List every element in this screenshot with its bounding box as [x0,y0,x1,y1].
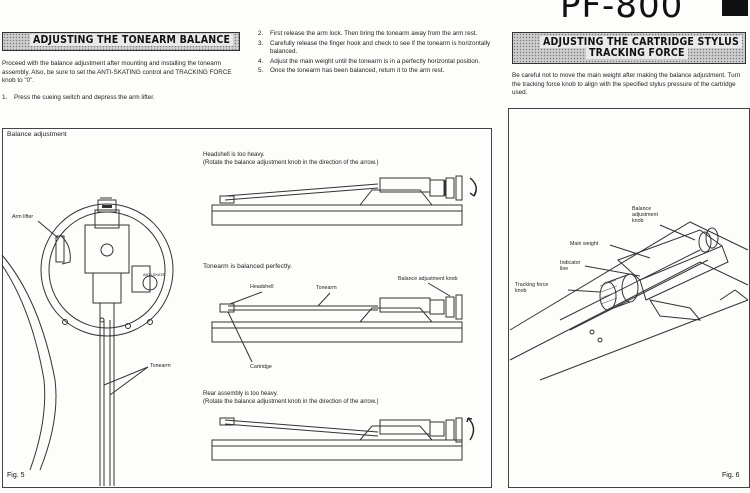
figure-6-label: Fig. 6 [722,472,740,479]
section-title-tonearm-balance: ADJUSTING THE TONEARM BALANCE [30,34,234,46]
figure-5-title: Balance adjustment [7,131,67,138]
figure-5-frame [2,128,492,488]
case-3-line-2: (Rotate the balance adjustment knob in t… [203,399,379,405]
label-fig6-main-weight: Main weight [570,241,599,247]
case-1-line-2: (Rotate the balance adjustment knob in t… [203,160,379,166]
label-fig6-indicator: Indicator line [560,260,581,273]
label-fig6-balance-knob: Balance adjustment knob [632,206,658,225]
steps-list-col1: 1.Press the cueing switch and depress th… [2,94,242,103]
figure-5-label: Fig. 5 [7,472,25,479]
step-item: 2.First release the arm lock. Then bring… [258,30,478,37]
step-item: 5.Once the tonearm has been balanced, re… [258,67,445,75]
section-title-tracking-force-1: ADJUSTING THE CARTRIDGE STYLUS [540,36,742,48]
step-item: 4.Adjust the main weight until the tonea… [258,57,481,65]
label-anti-skate: ANTI-SKATE [143,273,166,277]
case-1-line-1: Headshell is too heavy. [203,152,265,158]
section-title-tracking-force-2: TRACKING FORCE [586,47,688,59]
label-tonearm-left: Tonearm [150,363,171,369]
steps-list-col2: 2.First release the arm lock. Then bring… [258,30,498,76]
case-2-text: Tonearm is balanced perfectly. [203,263,292,270]
step-item: 3.Carefully release the finger hook and … [258,39,491,56]
label-arm-lifter: Arm lifter [12,214,34,220]
tracking-force-paragraph: Be careful not to move the main weight a… [512,72,741,97]
label-balance-knob: Balance adjustment knob [398,276,458,282]
label-cartridge: Cartridge [250,364,272,370]
label-headshell: Headshell [250,284,274,290]
brand-title: PF-800 [560,0,684,26]
step-item: 1.Press the cueing switch and depress th… [2,94,155,101]
intro-paragraph: Proceed with the balance adjustment afte… [2,60,232,85]
label-tonearm: Tonearm [316,285,337,291]
brand-title-block [722,0,748,16]
label-fig6-tracking-knob: Tracking force knob [515,282,549,295]
case-3-line-1: Rear assembly is too heavy. [203,391,278,397]
